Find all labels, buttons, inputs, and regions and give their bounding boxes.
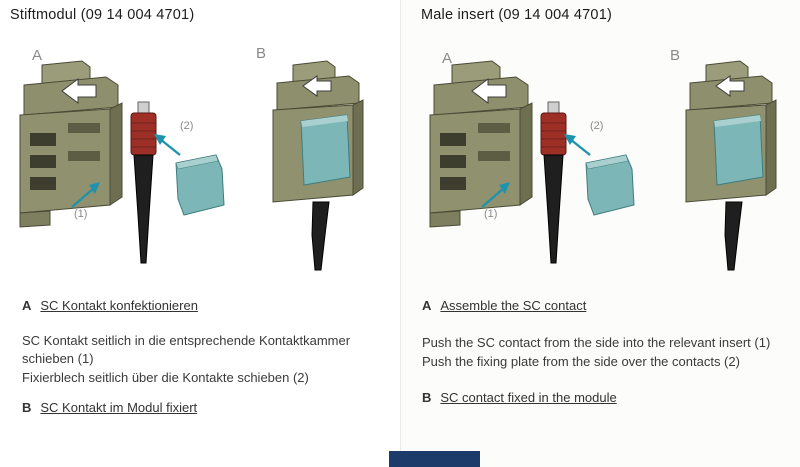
step-title: SC Kontakt konfektionieren (40, 298, 198, 313)
step-title: SC contact fixed in the module (440, 390, 617, 405)
figure-a-label: A (32, 47, 43, 64)
step-letter: A (22, 298, 32, 313)
instructions-english: Push the SC contact from the side into t… (422, 334, 800, 372)
figure-a-diagram (10, 55, 240, 285)
step-b-heading: B SC contact fixed in the module (422, 390, 617, 405)
step-a-heading: A SC Kontakt konfektionieren (22, 298, 198, 313)
step-title: Assemble the SC contact (440, 298, 587, 313)
instruction-line: Push the fixing plate from the side over… (422, 353, 740, 369)
figure-b-label: B (670, 47, 681, 64)
step-letter: B (422, 390, 432, 405)
figure-b-diagram (265, 55, 390, 280)
figure-a-label: A (442, 50, 453, 67)
figure-b-diagram (678, 55, 800, 280)
instruction-line: Push the SC contact from the side into t… (422, 335, 771, 350)
callout-1: (1) (74, 208, 88, 220)
footer-bar (389, 451, 480, 467)
step-b-heading: B SC Kontakt im Modul fixiert (22, 400, 197, 415)
callout-2: (2) (180, 120, 194, 132)
step-a-heading: A Assemble the SC contact (422, 298, 586, 313)
instructions-german: SC Kontakt seitlich in die entsprechende… (22, 332, 382, 388)
step-letter: B (22, 400, 32, 415)
figure-a-diagram (420, 55, 650, 285)
page-title-english: Male insert (09 14 004 4701) (421, 7, 612, 23)
instruction-line: Fixierblech seitlich über die Kontakte s… (22, 369, 309, 385)
step-title: SC Kontakt im Modul fixiert (40, 400, 198, 415)
step-letter: A (422, 298, 432, 313)
callout-1: (1) (484, 208, 498, 220)
callout-2: (2) (590, 120, 604, 132)
page-title-german: Stiftmodul (09 14 004 4701) (10, 7, 195, 23)
figure-b-label: B (256, 45, 267, 62)
instruction-line: SC Kontakt seitlich in die entsprechende… (22, 333, 351, 366)
